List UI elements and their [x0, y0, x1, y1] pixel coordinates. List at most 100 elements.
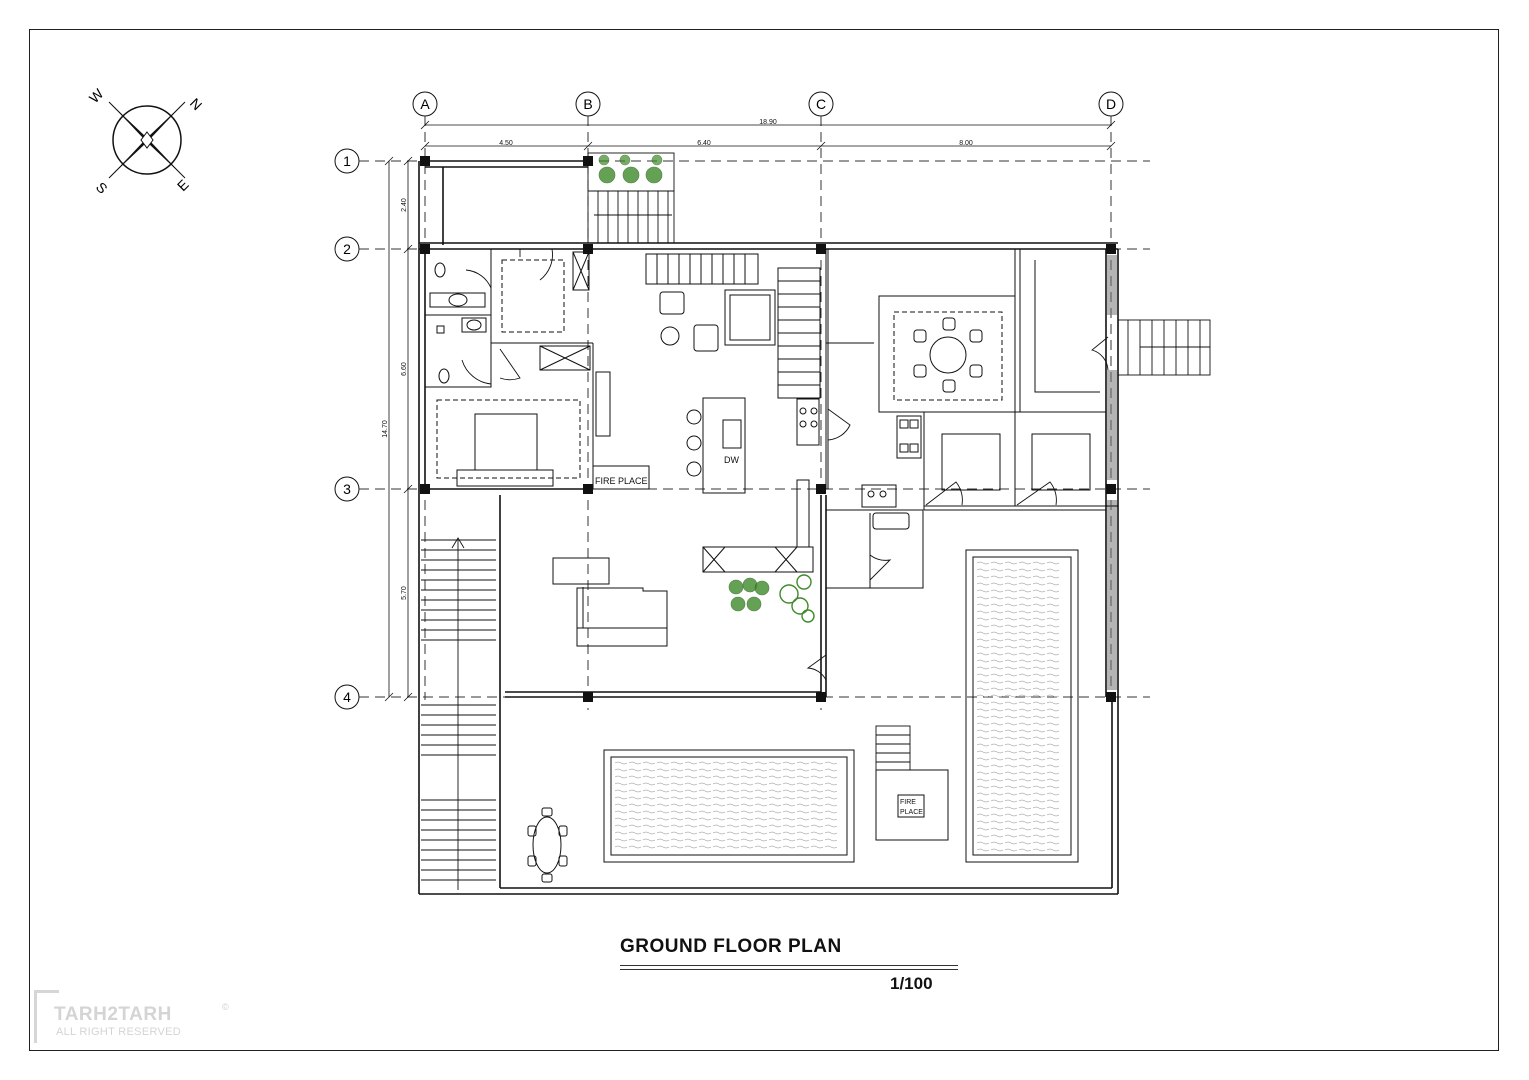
- water-hatch-mark: [1004, 624, 1018, 628]
- water-hatch-mark: [726, 831, 740, 835]
- water-hatch-mark: [782, 775, 796, 779]
- water-hatch-mark: [1032, 736, 1046, 740]
- water-hatch-mark: [990, 715, 1004, 719]
- water-hatch-mark: [976, 582, 990, 586]
- water-hatch-mark: [726, 817, 740, 821]
- water-hatch-mark: [1004, 603, 1018, 607]
- water-hatch-mark: [1046, 827, 1060, 831]
- water-hatch-mark: [824, 810, 838, 814]
- water-hatch-mark: [796, 845, 810, 849]
- water-hatch-mark: [726, 775, 740, 779]
- grid-row-3: 3: [343, 481, 351, 497]
- water-hatch-mark: [628, 824, 642, 828]
- water-hatch-mark: [642, 789, 656, 793]
- compass-east-label: E: [174, 176, 192, 194]
- copyright-icon: ©: [222, 1002, 229, 1012]
- water-hatch-mark: [810, 824, 824, 828]
- water-hatch-mark: [1046, 687, 1060, 691]
- water-hatch-mark: [1046, 575, 1060, 579]
- water-hatch-mark: [976, 638, 990, 642]
- water-hatch-mark: [810, 845, 824, 849]
- water-hatch-mark: [628, 796, 642, 800]
- fireplace-label-garden-1: FIRE: [900, 799, 916, 806]
- water-hatch-mark: [1018, 792, 1032, 796]
- water-hatch-mark: [782, 824, 796, 828]
- water-hatch-mark: [1032, 827, 1046, 831]
- water-hatch-mark: [656, 803, 670, 807]
- water-hatch-mark: [656, 845, 670, 849]
- grid-row-2: 2: [343, 241, 351, 257]
- water-hatch-mark: [754, 775, 768, 779]
- water-hatch-mark: [1032, 645, 1046, 649]
- water-hatch-mark: [796, 817, 810, 821]
- water-hatch-mark: [614, 845, 628, 849]
- dimension-3-4: 5.70: [401, 586, 408, 600]
- water-hatch-mark: [1004, 666, 1018, 670]
- water-hatch-mark: [1032, 715, 1046, 719]
- water-hatch-mark: [712, 761, 726, 765]
- water-hatch-mark: [1046, 610, 1060, 614]
- overall-width-dimension: 18.90: [759, 119, 777, 126]
- water-hatch-mark: [976, 715, 990, 719]
- water-hatch-mark: [642, 810, 656, 814]
- water-hatch-mark: [768, 782, 782, 786]
- water-hatch-mark: [1032, 638, 1046, 642]
- water-hatch-mark: [1032, 610, 1046, 614]
- water-hatch-mark: [1004, 771, 1018, 775]
- water-hatch-mark: [782, 796, 796, 800]
- water-hatch-mark: [698, 810, 712, 814]
- water-hatch-mark: [1046, 659, 1060, 663]
- water-hatch-mark: [990, 778, 1004, 782]
- dimension-c-d: 8.00: [959, 140, 973, 147]
- water-hatch-mark: [990, 568, 1004, 572]
- water-hatch-mark: [1004, 589, 1018, 593]
- water-hatch-mark: [712, 775, 726, 779]
- water-hatch-mark: [1004, 610, 1018, 614]
- water-hatch-mark: [782, 810, 796, 814]
- water-hatch-mark: [1018, 624, 1032, 628]
- water-hatch-mark: [740, 845, 754, 849]
- water-hatch-mark: [782, 803, 796, 807]
- water-hatch-mark: [740, 810, 754, 814]
- water-hatch-mark: [796, 831, 810, 835]
- water-hatch-mark: [782, 768, 796, 772]
- water-hatch-mark: [754, 761, 768, 765]
- water-hatch-mark: [796, 796, 810, 800]
- water-hatch-mark: [656, 775, 670, 779]
- water-hatch-mark: [976, 729, 990, 733]
- water-hatch-mark: [1046, 729, 1060, 733]
- water-hatch-mark: [796, 782, 810, 786]
- water-hatch-mark: [614, 824, 628, 828]
- water-hatch-mark: [1018, 708, 1032, 712]
- water-hatch-mark: [1032, 666, 1046, 670]
- water-hatch-mark: [990, 729, 1004, 733]
- water-hatch-mark: [1004, 722, 1018, 726]
- water-hatch-mark: [1004, 806, 1018, 810]
- water-hatch-mark: [726, 789, 740, 793]
- grid-lines: [359, 116, 1150, 710]
- water-hatch-mark: [1046, 792, 1060, 796]
- water-hatch-mark: [656, 768, 670, 772]
- water-hatch-mark: [782, 761, 796, 765]
- water-hatch-mark: [810, 775, 824, 779]
- water-hatch-mark: [1004, 575, 1018, 579]
- water-hatch-mark: [1046, 582, 1060, 586]
- water-hatch-mark: [1018, 827, 1032, 831]
- fireplace-label-garden-2: PLACE: [900, 809, 923, 816]
- water-hatch-mark: [810, 803, 824, 807]
- water-hatch-mark: [1046, 750, 1060, 754]
- water-hatch-mark: [670, 817, 684, 821]
- water-hatch-mark: [740, 831, 754, 835]
- water-hatch-mark: [796, 803, 810, 807]
- water-hatch-mark: [1046, 603, 1060, 607]
- water-hatch-mark: [628, 810, 642, 814]
- grid-row-1: 1: [343, 153, 351, 169]
- watermark-subtitle: ALL RIGHT RESERVED: [56, 1026, 182, 1038]
- water-hatch-mark: [1018, 841, 1032, 845]
- water-hatch-mark: [642, 838, 656, 842]
- water-hatch-mark: [1032, 708, 1046, 712]
- water-hatch-mark: [614, 810, 628, 814]
- water-hatch-mark: [976, 596, 990, 600]
- water-hatch-mark: [614, 761, 628, 765]
- water-hatch-mark: [824, 817, 838, 821]
